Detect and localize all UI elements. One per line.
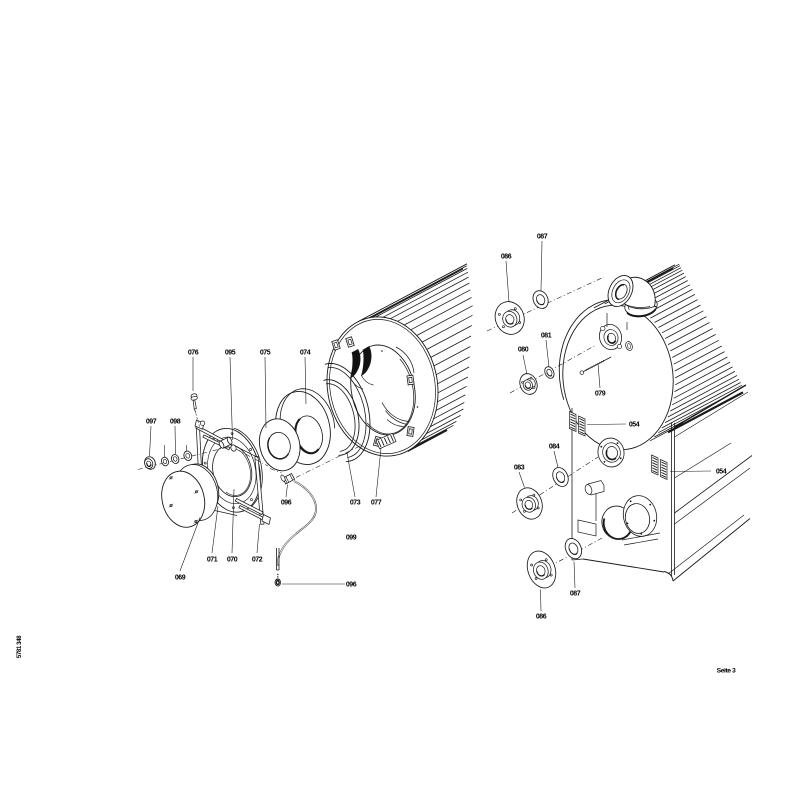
svg-text:080: 080 (518, 347, 529, 354)
svg-text:087: 087 (570, 591, 581, 598)
svg-text:086: 086 (536, 614, 547, 621)
svg-text:076: 076 (188, 350, 199, 357)
svg-text:099: 099 (346, 535, 357, 542)
svg-text:096: 096 (281, 500, 292, 507)
svg-text:054: 054 (716, 469, 727, 476)
svg-text:5781 348: 5781 348 (16, 635, 23, 658)
svg-text:098: 098 (170, 419, 181, 426)
svg-text:086: 086 (501, 254, 512, 261)
svg-text:096: 096 (346, 582, 357, 589)
svg-text:071: 071 (207, 557, 218, 564)
svg-text:070: 070 (227, 557, 238, 564)
svg-text:069: 069 (175, 575, 186, 582)
svg-text:Seite 3: Seite 3 (717, 668, 736, 675)
svg-text:081: 081 (541, 333, 552, 340)
svg-text:087: 087 (537, 234, 548, 241)
svg-text:079: 079 (595, 391, 606, 398)
svg-text:083: 083 (514, 465, 525, 472)
svg-text:097: 097 (146, 419, 157, 426)
svg-text:095: 095 (225, 350, 236, 357)
svg-text:075: 075 (260, 350, 271, 357)
svg-text:073: 073 (350, 500, 361, 507)
svg-text:054: 054 (629, 422, 640, 429)
svg-text:072: 072 (252, 557, 263, 564)
svg-text:074: 074 (300, 350, 311, 357)
svg-text:077: 077 (371, 500, 382, 507)
svg-text:084: 084 (549, 444, 560, 451)
